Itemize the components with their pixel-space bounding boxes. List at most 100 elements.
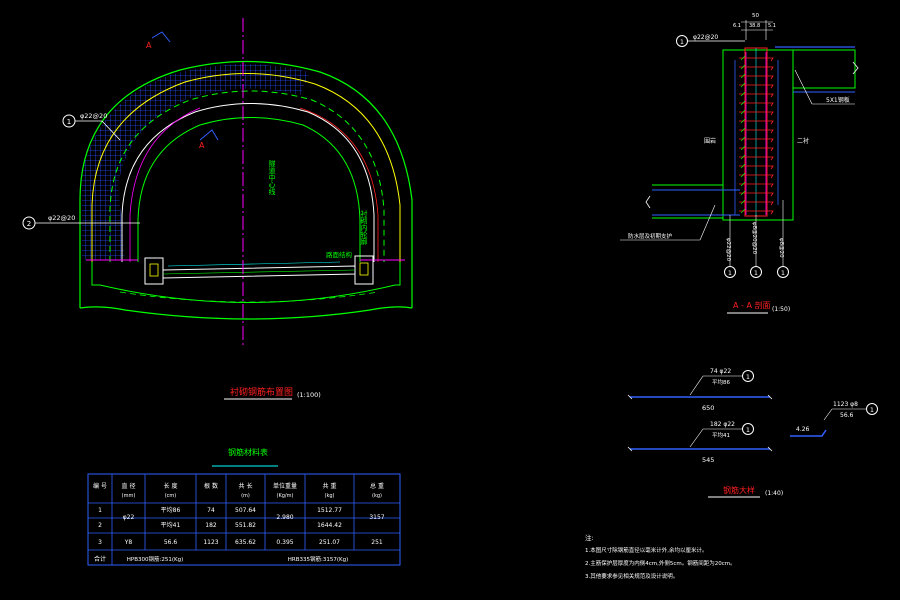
invert-dashed: [119, 291, 379, 303]
callout-1: 1 φ22@20: [62, 112, 121, 141]
table-cells: 编 号 直 径 (mm) 长 度 (cm) 根 数 共 长 (m) 单位重量 (Kg/m) 共 重 (…: [93, 482, 385, 563]
road-note: 路面结构: [326, 250, 353, 259]
table-cell: 635.62: [235, 539, 256, 546]
table-header-unit: (mm): [122, 493, 136, 499]
section-wall: [722, 49, 794, 221]
dim-c: 5.1: [768, 23, 776, 29]
table-cell: 1644.42: [317, 522, 342, 529]
construction-arc-magenta: [129, 107, 201, 262]
lining-inner-white: [121, 103, 375, 262]
table-total-label: 合计: [94, 555, 106, 563]
rebar-stirrups: [739, 55, 774, 215]
svg-text:φ22@20: φ22@20: [48, 214, 75, 222]
rebar-mesh-hatch: [82, 64, 310, 260]
table-header-unit: (Kg/m): [277, 493, 294, 499]
section-scale: (1:50): [772, 306, 790, 313]
table-cell: 3: [98, 539, 102, 546]
svg-text:1: 1: [680, 38, 684, 46]
svg-text:1: 1: [754, 269, 758, 277]
rebar-2-length: 545: [702, 456, 714, 464]
svg-text:1: 1: [781, 269, 785, 277]
table-cell: 3157: [369, 514, 384, 521]
rebar-3-hook: [790, 429, 827, 437]
table-header-unit: (m): [241, 493, 250, 499]
table-total-hpb: HPB300钢筋:251(Kg): [127, 555, 183, 563]
section-mark-a-mid: A: [199, 141, 205, 150]
dim-a: 6.1: [733, 23, 741, 29]
rebar-detail-scale: (1:40): [765, 490, 783, 497]
section-aa-view: 50 6.1 38.8 5.1 1 φ22@20 围岩: [620, 13, 859, 314]
table-cell: 74: [207, 507, 215, 514]
inner-contour-note: 衬砌内轮廓: [360, 209, 368, 246]
rebar-1-length: 650: [702, 404, 714, 412]
table-cell: Y8: [124, 539, 133, 546]
table-cell: 0.395: [276, 539, 293, 546]
bar-label-1: φ22@20: [725, 238, 731, 262]
rebar-detail-title: 钢筋大样: [723, 485, 755, 495]
section-callout: φ22@20: [693, 34, 718, 41]
table-header-cell: 共 长: [239, 482, 253, 490]
invert-outer: [79, 306, 413, 320]
table-header-cell: 单位重量: [273, 482, 297, 490]
dim-b: 38.8: [749, 23, 760, 29]
table-cell: 2.980: [276, 514, 293, 521]
table-header-cell: 长 度: [164, 482, 178, 490]
table-cell: 2: [98, 522, 102, 529]
dim-top: 50: [752, 13, 759, 19]
label-steel-plate: 5X1钢板: [826, 96, 850, 104]
bar-label-2: φ8@20@20: [751, 222, 757, 255]
rebar-dashed-arc: [109, 90, 385, 262]
construction-arc-red: [299, 107, 379, 262]
table-cell: 182: [205, 522, 217, 529]
table-cell: φ22: [123, 514, 135, 521]
callout-2: 2 φ22@20: [22, 214, 140, 230]
table-title: 钢筋材料表: [228, 447, 268, 457]
table-header-unit: (kg): [325, 493, 335, 499]
road-slab: [162, 265, 356, 279]
invert-inner: [99, 284, 396, 303]
rebar-2-spec: 182 φ22: [710, 421, 735, 428]
table-cell: 1512.77: [317, 507, 342, 514]
rebar-detail-view: 1 74 φ22 平均86 650 1 182 φ22 平均41 545 4.2…: [627, 368, 878, 498]
rebar-3-hook-len: 4.26: [796, 426, 810, 433]
rebar-3-spec: 1123 φ8: [833, 401, 858, 408]
table-cell: 1123: [203, 539, 218, 546]
note-line-2: 2.主筋保护层厚度为内侧4cm,外侧5cm。钢筋间距为20cm。: [585, 559, 736, 567]
label-lining: 二衬: [797, 137, 809, 145]
table-cell: 平均41: [161, 521, 181, 529]
label-waterproof: 防水层及初期支护: [628, 232, 673, 240]
svg-text:1: 1: [746, 426, 750, 434]
note-line-1: 1.本图尺寸除钢筋直径以毫米计外,余均以厘米计。: [585, 546, 708, 554]
table-cell: 251.07: [319, 539, 340, 546]
notes-title: 注:: [585, 533, 594, 542]
table-grid: [87, 473, 401, 566]
notes-block: 注: 1.本图尺寸除钢筋直径以毫米计外,余均以厘米计。 2.主筋保护层厚度为内侧…: [585, 533, 736, 580]
rebar-2-avg: 平均41: [712, 431, 730, 439]
left-view-title: 衬砌钢筋布置图: [230, 386, 293, 398]
table-cell: 56.6: [164, 539, 178, 546]
table-header-cell: 直 径: [122, 482, 136, 490]
rebar-1-avg: 平均86: [712, 378, 730, 386]
svg-text:φ22@20: φ22@20: [80, 112, 107, 120]
svg-text:1: 1: [728, 269, 732, 277]
section-mark-a-top: A: [146, 41, 152, 50]
tunnel-lining-view: 隧道中心线 衬砌内轮廓 路面结构 A A 1 φ22@20 2 φ22@20 衬…: [22, 18, 413, 400]
table-header-cell: 编 号: [93, 482, 107, 490]
table-cell: 平均86: [161, 506, 181, 514]
svg-text:1: 1: [870, 406, 874, 414]
table-header-cell: 总 重: [370, 482, 384, 490]
table-header-cell: 根 数: [204, 482, 218, 490]
bar-label-3: φ8@20: [778, 238, 784, 258]
table-cell: 551.82: [235, 522, 256, 529]
svg-text:1: 1: [67, 118, 71, 126]
svg-text:1: 1: [746, 373, 750, 381]
note-line-3: 3.其他要求参见相关规范及设计说明。: [585, 572, 678, 580]
svg-text:2: 2: [27, 220, 31, 228]
table-header-unit: (cm): [165, 493, 177, 499]
section-title: A - A 剖面: [733, 300, 770, 310]
table-header-cell: 共 重: [323, 482, 337, 490]
rebar-material-table: 钢筋材料表 编 号 直 径 (mm) 长 度 (cm) 根 数 共 长 (m) 单位重量 (Kg/…: [87, 447, 401, 566]
table-cell: 507.64: [235, 507, 256, 514]
